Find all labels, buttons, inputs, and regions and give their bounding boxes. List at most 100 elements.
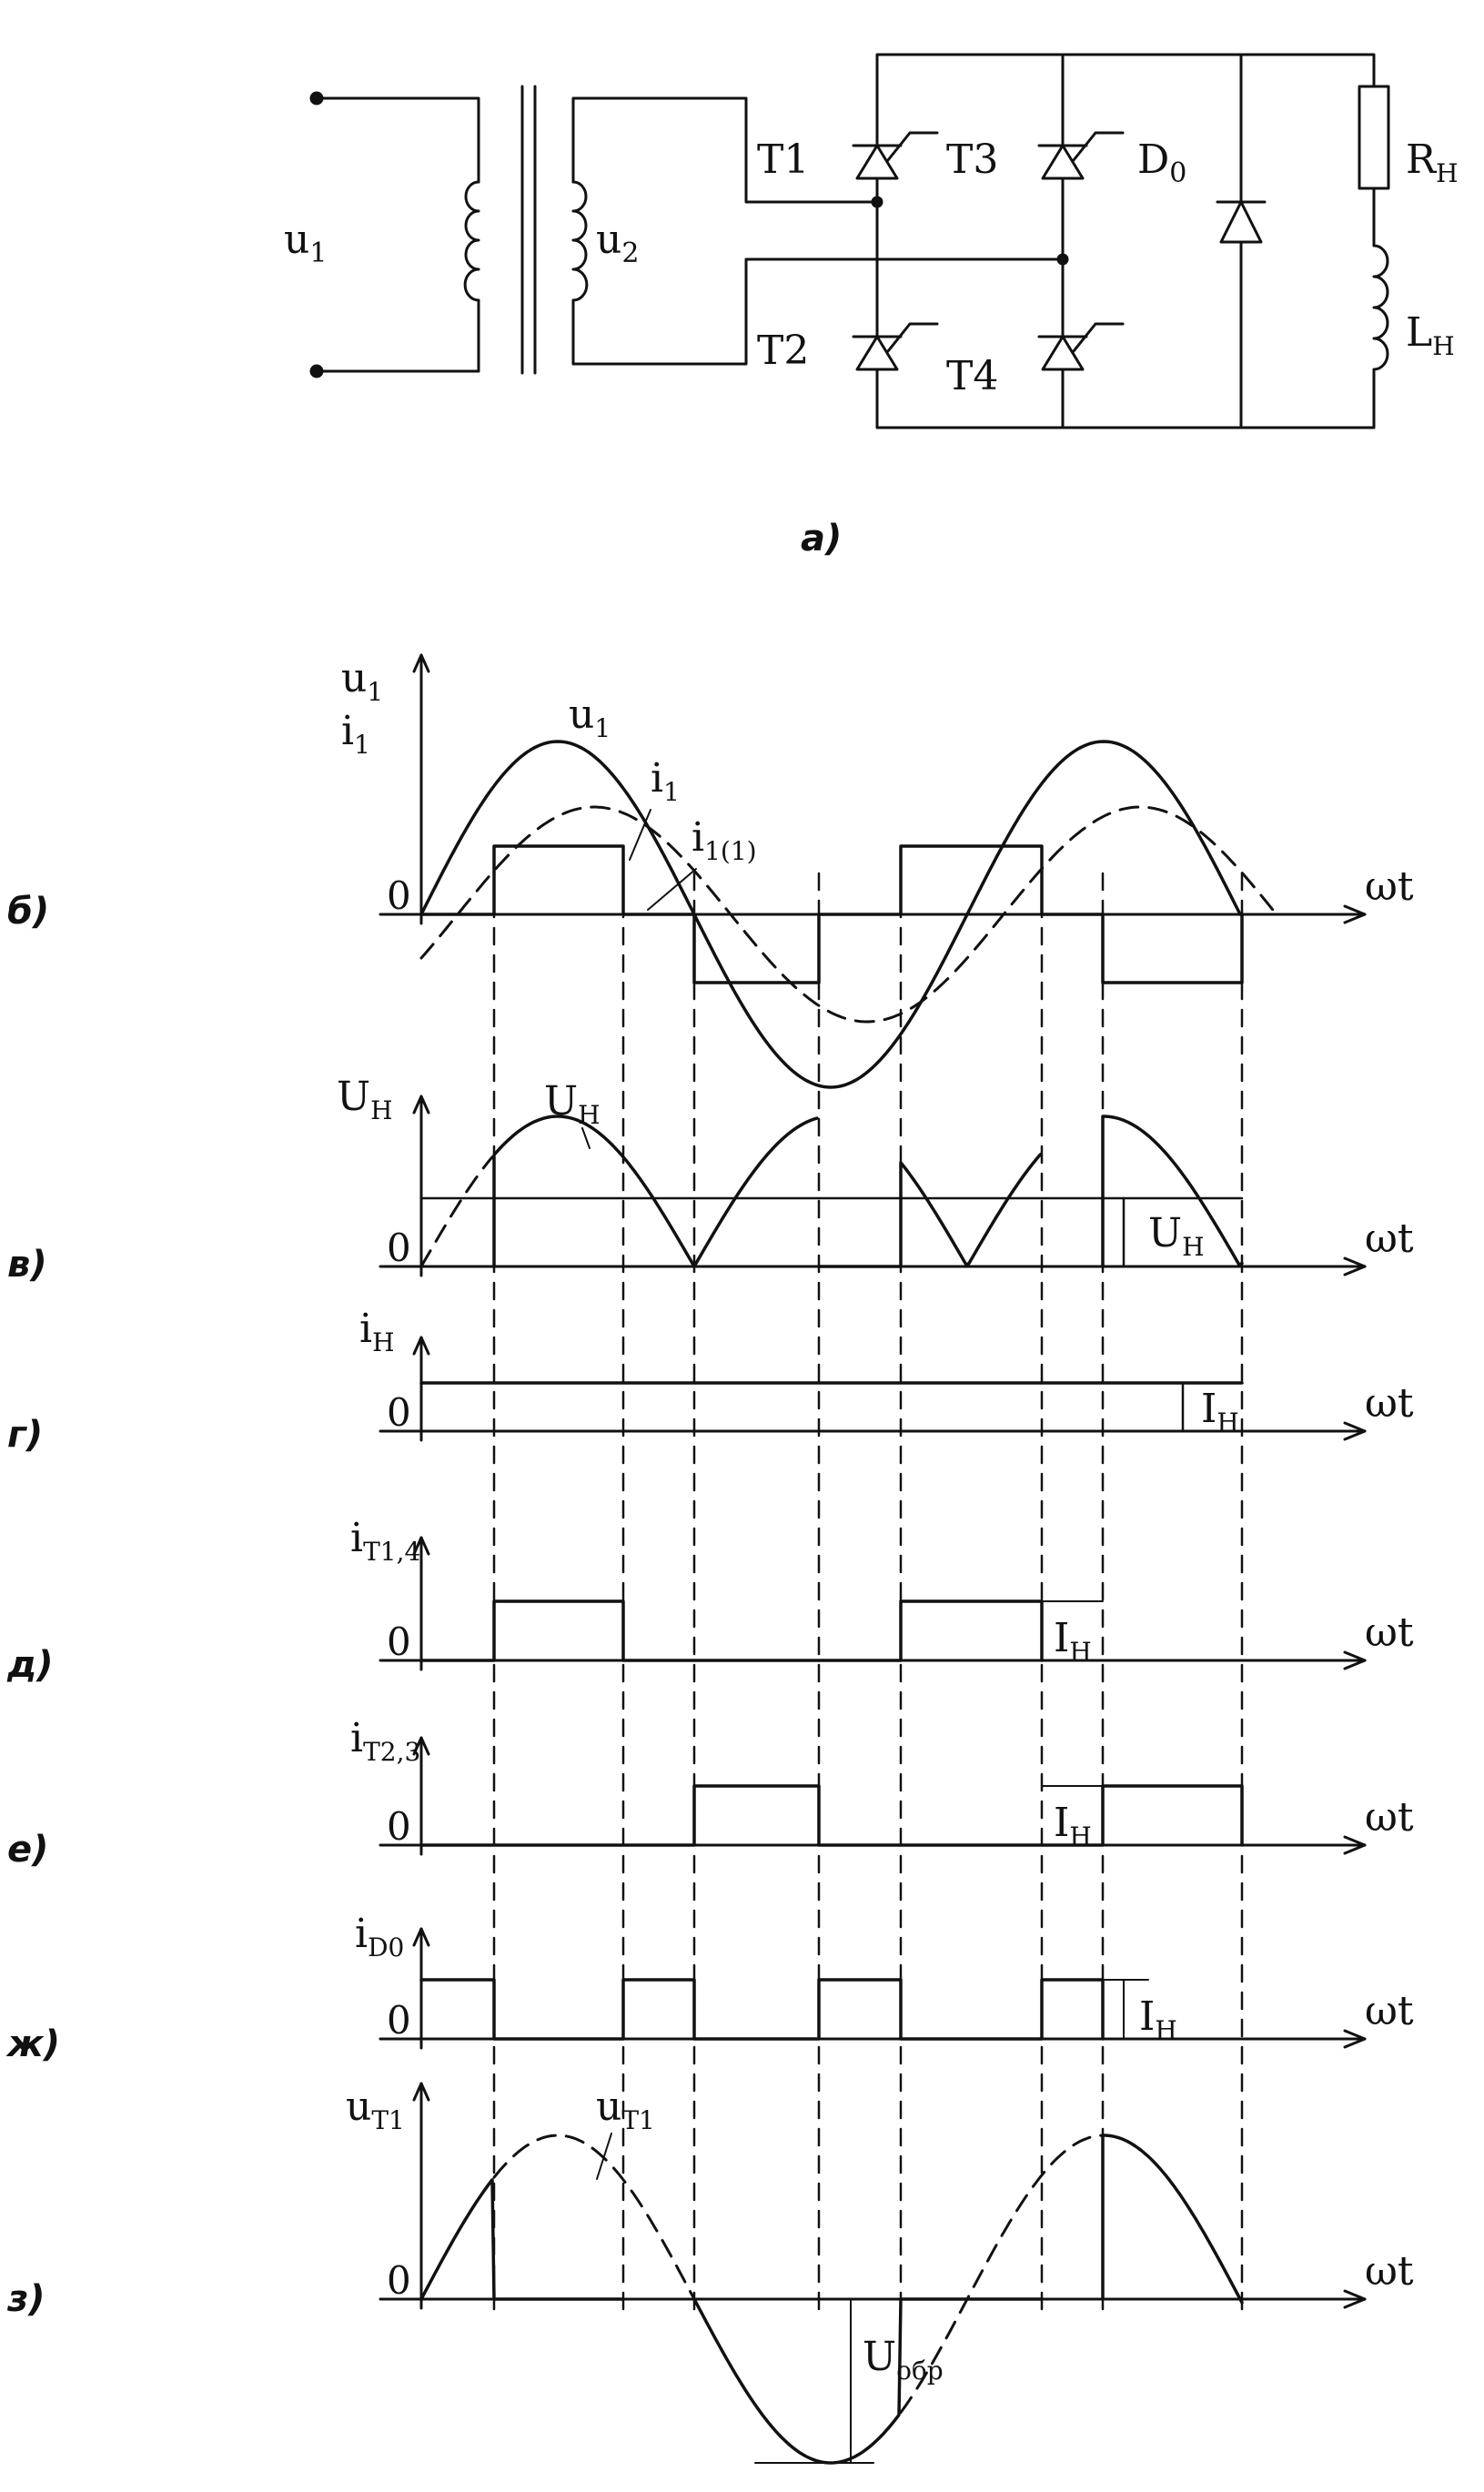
- it23-pulses: [419, 1784, 1244, 1847]
- y-axis-label: u1: [341, 655, 383, 707]
- y-axis-label: i1: [341, 708, 370, 760]
- ut1-dashed: [492, 2134, 695, 2299]
- level-label: IН: [1054, 1800, 1092, 1851]
- label-t3: T3: [946, 136, 998, 183]
- plot-caption: з): [6, 2278, 45, 2320]
- primary-winding: [463, 180, 480, 302]
- y-axis-label: iD0: [355, 1911, 404, 1962]
- timing-plot-6: ωt 0 ж) iD0: [5, 1911, 1414, 2065]
- y-axis-arrow: [412, 653, 430, 673]
- ud-dashed-arc: [419, 1155, 494, 1268]
- it14-pulses: [419, 1599, 1044, 1662]
- level-label: IН: [1054, 1615, 1092, 1667]
- label-rh: RН: [1406, 136, 1459, 188]
- timing-plot-2: ωt 0 в) UН: [7, 1074, 1414, 1286]
- caption-a: а): [801, 518, 842, 560]
- ud-solid-arc: [492, 1115, 624, 1268]
- x-axis-arrow: [1343, 2029, 1367, 2049]
- plot-caption: е): [7, 1829, 48, 1871]
- y-axis-label: iT2,3: [350, 1715, 420, 1767]
- x-axis-label: ωt: [1365, 1216, 1414, 1262]
- ud-dashed-arc: [692, 1116, 819, 1268]
- timing-plot-7: ωt 0 з) uT1: [6, 2082, 1414, 2320]
- curve-label: i1(1): [692, 814, 757, 866]
- load-resistor: [1358, 85, 1390, 190]
- x-axis-label: ωt: [1365, 863, 1414, 910]
- x-axis-label: ωt: [1365, 1380, 1414, 1427]
- plot-caption: д): [6, 1644, 54, 1686]
- leader-line: [629, 809, 651, 861]
- secondary-winding: [571, 180, 589, 302]
- label-t4: T4: [946, 353, 998, 399]
- leader-line: [647, 868, 697, 911]
- y-axis-label: iН: [359, 1306, 395, 1357]
- timing-plot-4: ωt 0 д) iT1,4: [6, 1515, 1414, 1686]
- ud-solid-arc: [621, 1116, 819, 1268]
- plot-caption: в): [7, 1244, 47, 1286]
- bridge-frame: [875, 53, 1376, 429]
- primary-wire: [315, 96, 480, 373]
- origin-label: 0: [387, 2258, 411, 2303]
- x-axis-arrow: [1343, 1835, 1367, 1855]
- plot-caption: г): [7, 1414, 43, 1456]
- y-axis-label: iT1,4: [350, 1515, 420, 1567]
- circuit-labels: u1 u2 T1 T2 T3 T4 D0 RН LН а): [284, 136, 1459, 560]
- leader-line: [596, 2133, 612, 2180]
- curve-label: u1: [569, 691, 611, 743]
- origin-label: 0: [387, 1226, 411, 1270]
- level-label: IН: [1139, 1993, 1177, 2045]
- x-axis-arrow: [1343, 2289, 1367, 2309]
- origin-label: 0: [387, 1998, 411, 2043]
- y-axis-arrow: [412, 1095, 430, 1115]
- label-u2: u2: [596, 217, 639, 269]
- level-label: Uобр: [863, 2334, 944, 2386]
- plot-caption: б): [7, 891, 49, 933]
- node-t3: [1056, 253, 1069, 266]
- x-axis-arrow: [1343, 1421, 1367, 1441]
- node-t1: [871, 196, 883, 208]
- y-axis-arrow: [412, 1927, 430, 1947]
- x-axis-arrow: [1343, 904, 1367, 924]
- x-axis-label: ωt: [1365, 1609, 1414, 1656]
- level-label: UН: [1148, 1210, 1205, 1262]
- id0-pulses: [419, 1978, 1105, 2041]
- y-axis-arrow: [412, 1336, 430, 1356]
- i1-square-wave: [419, 844, 1244, 984]
- leader-line: [581, 1127, 591, 1149]
- y-axis-arrow: [412, 1536, 430, 1556]
- label-t1: T1: [757, 136, 809, 183]
- ud-solid-arc: [817, 1153, 1042, 1268]
- x-axis-label: ωt: [1365, 1988, 1414, 2034]
- label-lh: LН: [1406, 309, 1455, 361]
- ut1-solid: [419, 2178, 625, 2301]
- secondary-wire: [571, 96, 1065, 366]
- label-t2: T2: [757, 328, 809, 374]
- curve-label: uT1: [596, 2083, 655, 2135]
- timing-plot-3: ωt 0 г) iН: [7, 1306, 1414, 1456]
- origin-label: 0: [387, 873, 411, 918]
- thyristor-t3: [1037, 131, 1125, 180]
- thyristor-t4: [1037, 322, 1125, 371]
- ud-solid-arc: [1101, 1115, 1244, 1268]
- curve-label: UН: [544, 1078, 601, 1130]
- origin-label: 0: [387, 1619, 411, 1664]
- freewheel-diode: [1216, 200, 1267, 244]
- y-axis-arrow: [412, 2082, 430, 2102]
- y-axis-arrow: [412, 1736, 430, 1756]
- x-axis-label: ωt: [1365, 2248, 1414, 2295]
- origin-label: 0: [387, 1390, 411, 1435]
- plot-caption: ж): [5, 2023, 60, 2065]
- label-d0: D0: [1137, 136, 1186, 189]
- rectifier-circuit: [309, 53, 1390, 429]
- ut1-solid: [692, 2297, 1044, 2465]
- x-axis-arrow: [1343, 1256, 1367, 1276]
- curve-label: i1: [651, 755, 680, 807]
- y-axis-label: UН: [337, 1074, 393, 1125]
- load-inductor: [1372, 244, 1389, 416]
- ut1-solid: [1101, 2134, 1244, 2305]
- origin-label: 0: [387, 1804, 411, 1849]
- x-axis-arrow: [1343, 1650, 1367, 1670]
- label-u1: u1: [284, 217, 327, 269]
